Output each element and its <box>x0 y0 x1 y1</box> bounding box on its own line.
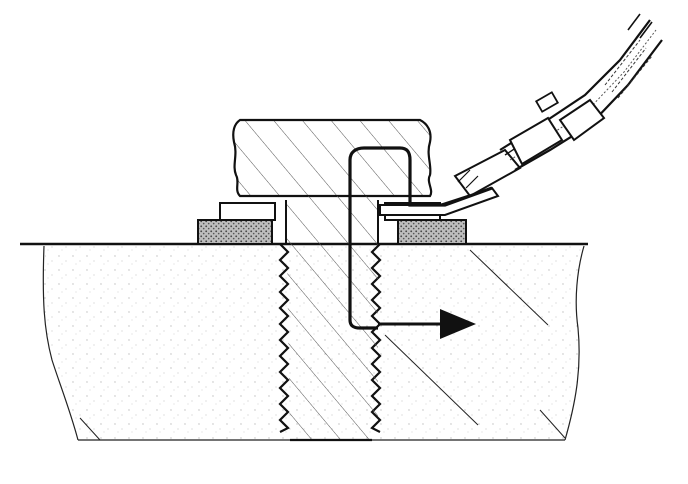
crimp-tab <box>534 91 560 113</box>
hatch-line <box>469 249 549 326</box>
current-path-turn <box>348 319 378 330</box>
hatch-line <box>539 409 566 439</box>
threaded-hole <box>278 243 382 433</box>
hatch-line <box>384 334 479 426</box>
washer-right <box>397 219 467 245</box>
current-path <box>348 146 493 320</box>
hatch-line <box>79 417 101 441</box>
cable <box>499 13 663 171</box>
washer-left <box>197 219 273 245</box>
